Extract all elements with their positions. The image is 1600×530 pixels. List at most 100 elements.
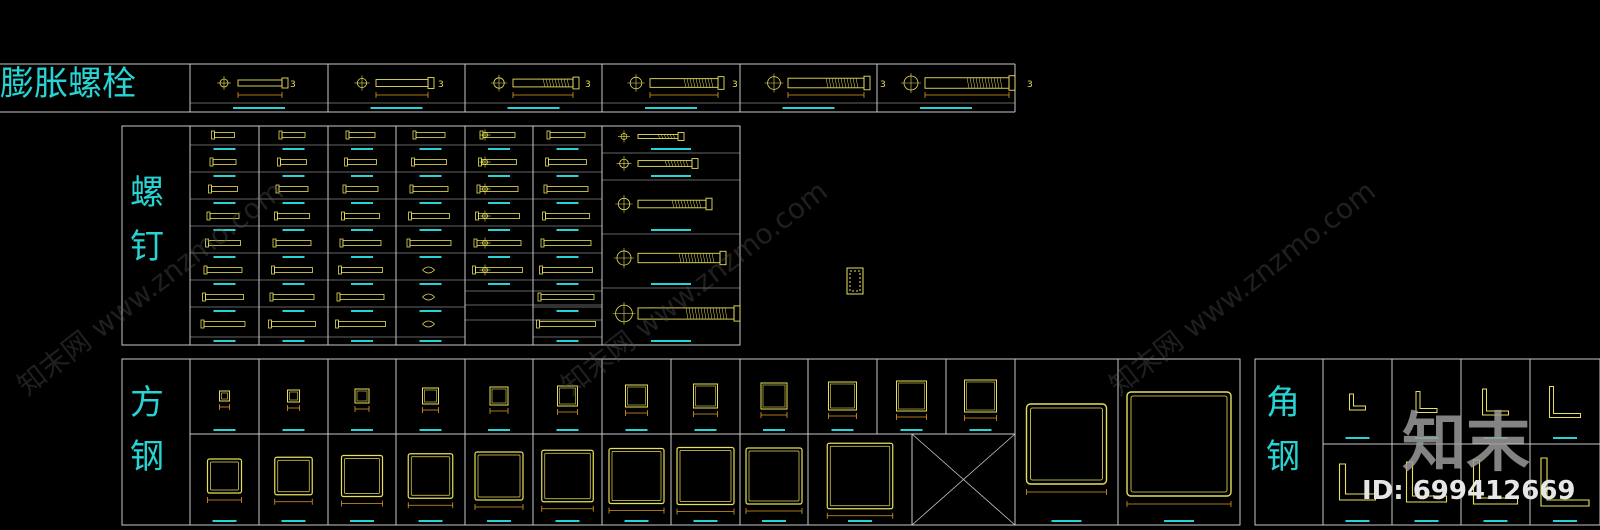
square-tube-outer [354, 388, 370, 404]
square-tube-outer [608, 447, 665, 505]
thread-line [676, 160, 680, 167]
bolt-nut [1008, 75, 1016, 91]
thread-line [846, 78, 850, 88]
thread-line [673, 160, 677, 167]
screw-body [272, 294, 315, 300]
thread-line [691, 307, 695, 320]
thread-line [689, 78, 693, 88]
angle-steel-table-frame [1254, 358, 1600, 526]
square-tube-inner [491, 388, 507, 404]
hook-drawing [422, 266, 436, 274]
screw-head [275, 184, 280, 194]
thread-line [831, 78, 835, 88]
screw-body [212, 159, 237, 165]
thread-line [688, 307, 692, 320]
screw-head [546, 130, 551, 140]
bolt-nut [705, 197, 713, 211]
screw-body [542, 267, 593, 273]
thread-line [718, 307, 722, 320]
screw-head [540, 238, 545, 248]
bolt-body [649, 78, 719, 88]
screw-head [341, 211, 345, 221]
thread-line [704, 78, 708, 88]
thread-line [825, 78, 829, 88]
thread-line [695, 200, 699, 208]
screw-body [275, 240, 312, 246]
screw-head [269, 292, 274, 302]
thread-line [698, 78, 702, 88]
screw-head [339, 238, 344, 248]
thread-line [702, 253, 706, 263]
angle-steel-title-char-1: 角 [1266, 383, 1300, 423]
angle-section [1415, 391, 1438, 413]
thread-line [678, 253, 682, 263]
large-square-tube-inner [1030, 407, 1103, 481]
thread-line [551, 79, 555, 87]
square-tube-inner [611, 451, 662, 501]
screw-head [412, 130, 417, 140]
screw-body [347, 159, 377, 165]
screw-head [205, 238, 209, 248]
thread-line [670, 160, 674, 167]
thread-line [724, 307, 728, 320]
thread-line [837, 78, 841, 88]
thread-line [566, 79, 570, 87]
screw-body [341, 267, 383, 273]
thread-line [712, 307, 716, 320]
screw-head [200, 319, 205, 329]
dimension-mark: 3 [732, 80, 738, 90]
thread-line [679, 160, 683, 167]
bolt-body [375, 79, 429, 87]
empty-cell-cross [911, 433, 1016, 526]
screw-body [338, 321, 386, 327]
screw-body [214, 132, 235, 138]
thread-line [852, 78, 856, 88]
thread-line [684, 253, 688, 263]
square-tube-inner [544, 452, 591, 500]
square-tube-inner [966, 381, 995, 411]
large-square-tube-outer [1025, 403, 1108, 485]
dimension-mark: 3 [1027, 80, 1033, 90]
thread-line [834, 78, 838, 88]
screw-body [203, 321, 246, 327]
square-tube-outer [407, 453, 454, 499]
square-tube-outer [745, 447, 803, 505]
square-tube-inner [277, 459, 310, 493]
thread-line [984, 77, 988, 89]
expansion-bolt-title: 膨胀螺栓 [0, 64, 136, 104]
thread-line [681, 253, 685, 263]
bolt-nut [281, 77, 289, 89]
bolt-nut [733, 305, 741, 322]
square-tube-inner [410, 456, 451, 496]
screw-head [277, 157, 281, 167]
thread-line [671, 200, 675, 208]
square-tube-inner [477, 454, 521, 498]
bolt-nut [691, 158, 699, 169]
thread-line [674, 200, 678, 208]
angle-section [1338, 463, 1377, 501]
asset-id-text: ID: 699412669 [1362, 476, 1576, 506]
thread-line [663, 134, 667, 139]
screw-head [272, 238, 277, 248]
square-tube-outer [489, 386, 509, 406]
square-tube-outer [693, 383, 718, 409]
thread-line [972, 77, 976, 89]
thread-line [560, 79, 564, 87]
square-tube-outer [964, 379, 997, 413]
thread-line [692, 200, 696, 208]
angle-section [1540, 457, 1590, 507]
large-square-tube-outer [1126, 391, 1232, 497]
square-tube-inner [829, 445, 891, 507]
square-tube-inner [695, 385, 716, 407]
thread-line [696, 253, 700, 263]
square-tube-outer [287, 389, 300, 403]
thread-line [697, 307, 701, 320]
square-tube-outer [760, 382, 788, 410]
thread-line [542, 79, 546, 87]
thread-line [996, 77, 1000, 89]
hook-drawing [422, 320, 436, 328]
screw-body [339, 294, 385, 300]
screw-body [345, 186, 379, 192]
thread-line [966, 77, 970, 89]
square-tube-inner [898, 382, 925, 410]
